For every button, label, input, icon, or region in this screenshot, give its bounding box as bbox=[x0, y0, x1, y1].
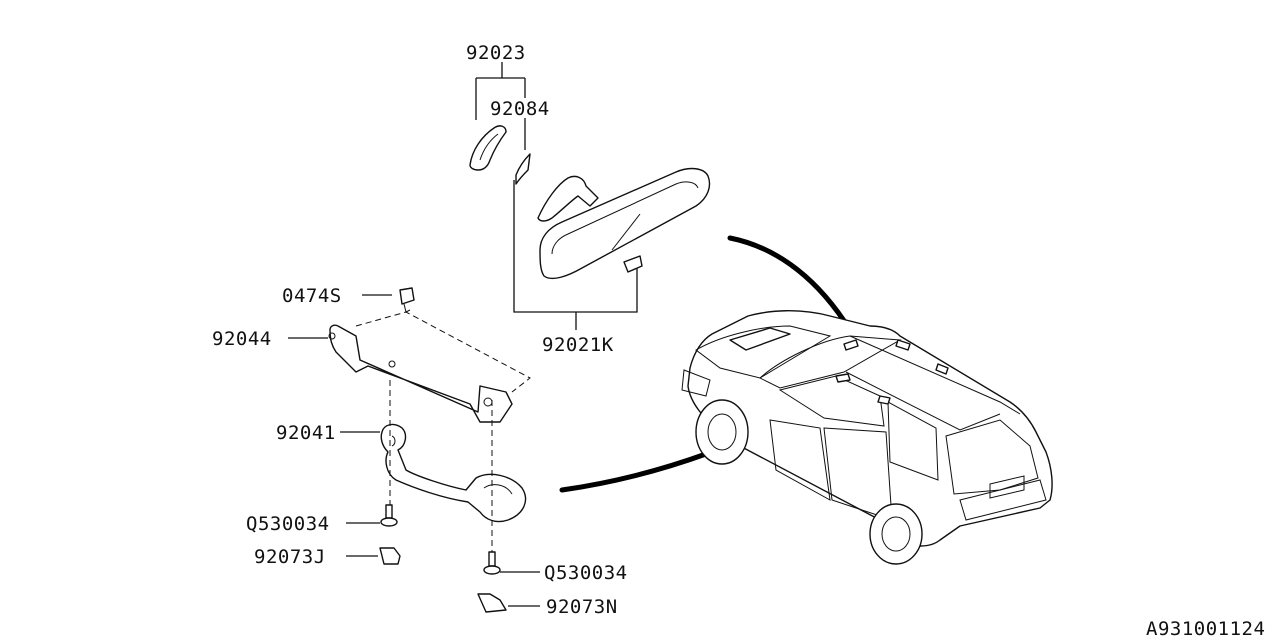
clip-92073j bbox=[379, 547, 401, 565]
mirror-mount bbox=[537, 175, 599, 222]
label-92023: 92023 bbox=[466, 42, 526, 64]
front-side-window bbox=[778, 375, 885, 427]
label-92021k: 92021K bbox=[542, 334, 614, 356]
grab-handle bbox=[380, 423, 527, 523]
front-wheel bbox=[695, 399, 749, 465]
rear-side-window bbox=[887, 401, 939, 481]
hood-scoop bbox=[729, 327, 791, 351]
handle-bracket-group bbox=[288, 287, 531, 423]
grab-handle-group bbox=[340, 380, 527, 560]
left-fasteners bbox=[346, 504, 401, 565]
rear-wheel bbox=[869, 503, 923, 565]
bolt-right bbox=[488, 551, 496, 567]
label-92044: 92044 bbox=[212, 328, 272, 350]
license-plate bbox=[989, 475, 1025, 499]
label-92084: 92084 bbox=[490, 98, 550, 120]
label-92041: 92041 bbox=[276, 422, 336, 444]
pointer-mirror-to-vehicle bbox=[727, 235, 853, 333]
label-0474s: 0474S bbox=[282, 285, 342, 307]
mirror-cover bbox=[469, 125, 507, 171]
leader-92021k bbox=[513, 180, 638, 330]
right-fasteners bbox=[477, 551, 540, 613]
mirror-clip bbox=[515, 153, 531, 185]
label-q530034-right: Q530034 bbox=[544, 562, 628, 584]
screw-0474s bbox=[399, 287, 415, 305]
bracket-92044 bbox=[329, 324, 513, 423]
mirror-group bbox=[469, 62, 711, 330]
diagram-id-label: A931001124 bbox=[1146, 618, 1265, 640]
windshield bbox=[759, 335, 902, 389]
rear-window bbox=[945, 419, 1039, 495]
clip-92073n bbox=[477, 593, 507, 613]
leader-92023 bbox=[475, 62, 526, 120]
vehicle-illustration bbox=[681, 310, 1053, 565]
rear-view-mirror bbox=[539, 167, 711, 280]
label-q530034-left: Q530034 bbox=[246, 513, 330, 535]
bolt-left bbox=[385, 504, 393, 519]
label-92073j: 92073J bbox=[254, 546, 326, 568]
label-92073n: 92073N bbox=[546, 596, 618, 618]
